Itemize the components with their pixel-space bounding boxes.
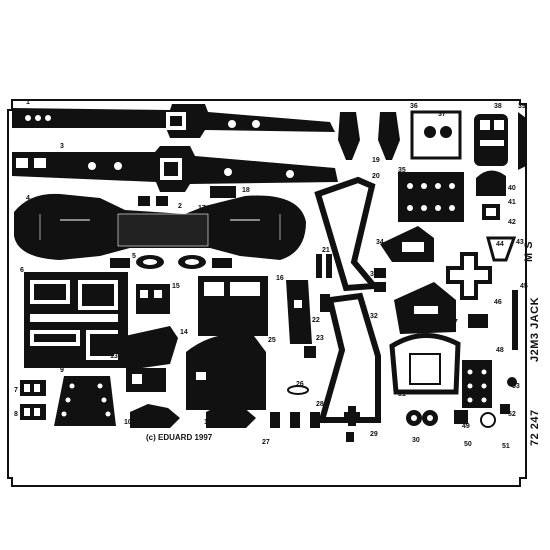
part-22-23 [286,280,312,344]
part-number-label: 48 [496,347,504,354]
part-number-label: 5 [132,253,136,260]
part-number-label: 30 [412,437,420,444]
part-number-label: 20 [372,173,380,180]
part-number-label: 41 [508,199,516,206]
part-number-label: 24 [306,347,314,354]
part-number-label: 53 [512,383,520,390]
part-number-label: 44 [496,241,504,248]
part-number-label: 23 [316,335,324,342]
part-31 [389,333,461,395]
part-number-label: 36 [410,103,418,110]
part-number-label: 29 [370,431,378,438]
part-number-label: 16 [276,275,284,282]
part-number-label: 12 [128,367,136,374]
part-7-8 [20,380,46,420]
part-number-label: 13 [110,353,118,360]
part-number-label: 52 [508,411,516,418]
part-number-label: 6 [20,267,24,274]
part-35-panel [398,172,464,222]
part-number-label: 39 [518,103,526,110]
part-4-panel [14,193,306,260]
part-3-strip [12,146,338,192]
part-number-label: 25 [268,337,276,344]
part-number-label: 31 [398,391,406,398]
part-number-label: 35 [398,167,406,174]
part-number-label: 2 [178,203,182,210]
part-46-47 [394,282,488,334]
part-1-strip [12,104,335,138]
part-number-label: 32 [370,313,378,320]
part-number-label: 18 [242,187,250,194]
part-number-label: 4 [26,195,30,202]
part-17-18 [138,186,236,206]
part-number-label: 49 [462,423,470,430]
part-43 [486,236,517,262]
part-number-label: 34 [376,239,384,246]
part-number-label: 19 [372,157,380,164]
part-6-panel [24,272,128,368]
ms-label: M S [523,241,535,262]
part-number-label: 7 [14,387,18,394]
part-9-trapezoid [54,376,116,426]
part-number-label: 45 [520,283,528,290]
part-12-14 [108,326,178,392]
part-number-label: 3 [60,143,64,150]
part-number-label: 28 [316,401,324,408]
part-44-cross [446,252,492,300]
copyright-caption: (c) EDUARD 1997 [146,433,213,442]
part-number-label: 51 [502,443,510,450]
part-15-16 [136,276,268,336]
part-number-label: 38 [494,103,502,110]
catalog-number: 72 247 [529,409,541,446]
part-number-label: 43 [516,239,524,246]
part-number-label: 10 [124,419,132,426]
part-number-label: 26 [296,381,304,388]
part-40-42 [476,170,506,220]
part-number-label: 14 [180,329,188,336]
small-parts-left [270,254,360,428]
part-number-label: 11 [204,419,212,426]
part-number-label: 8 [14,411,18,418]
part-33-34 [374,226,434,292]
part-36-39 [410,110,526,170]
part-number-label: 15 [172,283,180,290]
part-number-label: 40 [508,185,516,192]
model-label: J2M3 JACK [529,297,541,362]
part-number-label: 33 [370,271,378,278]
part-48-49 [462,360,492,408]
part-number-label: 37 [438,111,446,118]
part-5-pieces [110,255,232,269]
part-number-label: 21 [322,247,330,254]
part-number-label: 42 [508,219,516,226]
part-number-label: 22 [312,317,320,324]
part-29-30 [346,410,438,442]
part-45 [512,290,518,350]
part-number-label: 47 [450,319,458,326]
part-number-label: 17 [198,205,206,212]
part-19 [338,112,400,160]
part-number-label: 1 [26,99,30,106]
part-50-53 [454,377,517,428]
part-number-label: 9 [60,367,64,374]
part-20-32-frames [314,176,381,423]
part-number-label: 46 [494,299,502,306]
part-number-label: 50 [464,441,472,448]
part-number-label: 27 [262,439,270,446]
fret-frame [7,99,527,487]
part-25-dome [186,334,266,410]
